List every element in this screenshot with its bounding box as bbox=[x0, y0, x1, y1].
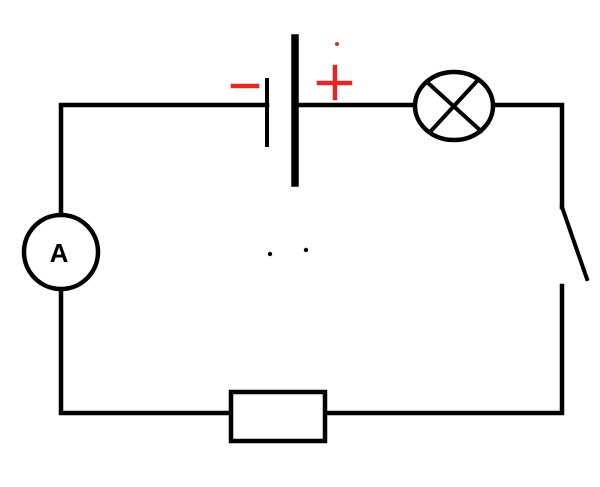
stray-dot-2 bbox=[303, 247, 309, 253]
switch-lever bbox=[559, 204, 590, 282]
resistor-symbol bbox=[228, 389, 328, 444]
ammeter-symbol: A bbox=[21, 212, 101, 292]
red-dot bbox=[335, 42, 339, 46]
wire-top-right bbox=[491, 102, 565, 210]
lamp-cross-2 bbox=[427, 77, 481, 135]
circuit-wires bbox=[58, 102, 565, 416]
polarity-marks bbox=[230, 42, 353, 101]
wire-bottom-right bbox=[322, 283, 565, 416]
wire-bottom-left bbox=[58, 285, 234, 416]
battery-symbol bbox=[265, 34, 299, 187]
ammeter-label: A bbox=[50, 238, 69, 268]
ammeter-circle bbox=[21, 212, 101, 292]
stray-dots bbox=[267, 247, 309, 257]
resistor-body bbox=[228, 389, 328, 444]
lamp-symbol bbox=[412, 69, 496, 143]
stray-dot-1 bbox=[267, 251, 273, 257]
switch-symbol bbox=[559, 204, 590, 282]
wire-top-left bbox=[58, 102, 270, 215]
